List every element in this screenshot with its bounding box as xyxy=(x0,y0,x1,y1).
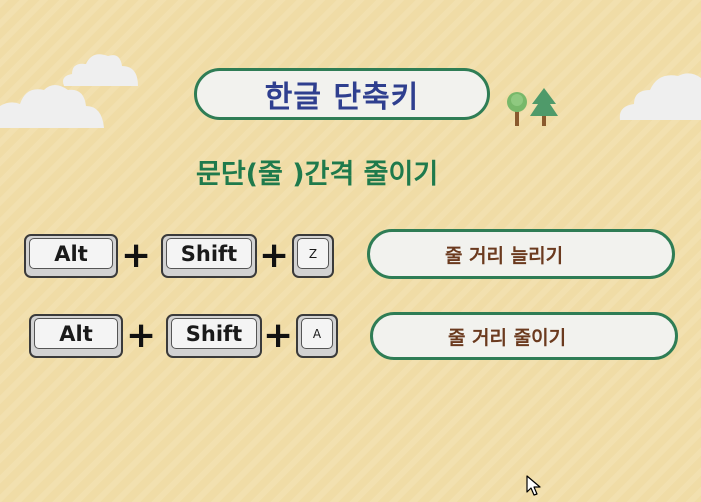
key-shift: Shift xyxy=(166,314,262,358)
title-pill: 한글 단축키 xyxy=(194,68,490,120)
key-label: Shift xyxy=(180,241,238,266)
action-label: 줄 거리 줄이기 xyxy=(447,326,567,349)
mouse-cursor-icon xyxy=(526,475,541,496)
plus-sign: + xyxy=(259,235,290,276)
subtitle: 문단(줄 )간격 줄이기 xyxy=(196,159,439,190)
plus-sign: + xyxy=(126,315,157,356)
action-label: 줄 거리 늘리기 xyxy=(444,244,564,267)
cloud-icon xyxy=(619,73,701,120)
key-label: Alt xyxy=(54,241,88,266)
cloud-icon xyxy=(0,85,104,128)
action-pill: 줄 거리 줄이기 xyxy=(370,312,678,360)
plus-sign: + xyxy=(263,315,294,356)
action-pill: 줄 거리 늘리기 xyxy=(367,229,675,279)
tree-icon xyxy=(507,88,558,126)
key-alt: Alt xyxy=(29,314,123,358)
key-a: A xyxy=(296,314,338,358)
shortcut-row: Alt + Shift + A 줄 거리 줄이기 xyxy=(0,312,701,360)
plus-sign: + xyxy=(121,235,152,276)
key-label: A xyxy=(312,326,322,341)
key-alt: Alt xyxy=(24,234,118,278)
key-z: Z xyxy=(292,234,334,278)
key-shift: Shift xyxy=(161,234,257,278)
key-label: Shift xyxy=(185,321,243,346)
key-label: Alt xyxy=(59,321,93,346)
cloud-icon xyxy=(63,54,138,86)
page-title: 한글 단축키 xyxy=(264,80,420,115)
shortcut-row: Alt + Shift + Z 줄 거리 늘리기 xyxy=(0,229,701,280)
key-label: Z xyxy=(308,246,318,261)
